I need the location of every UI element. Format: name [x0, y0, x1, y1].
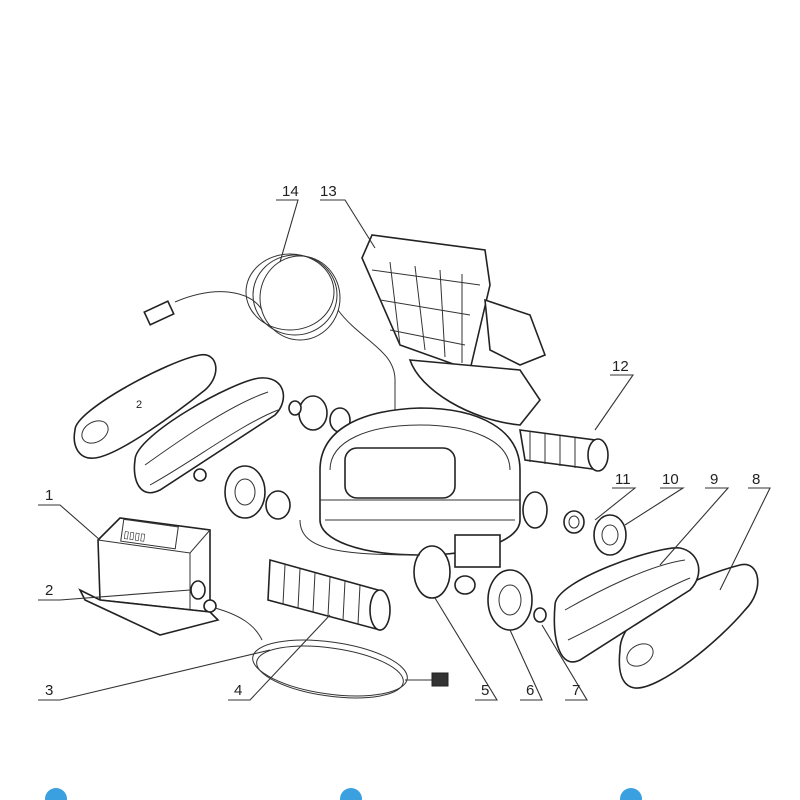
robot-lid	[408, 359, 541, 426]
bottom-accent-dot-left	[45, 788, 67, 800]
callout-1: 1	[45, 487, 53, 504]
part-track-left	[133, 377, 285, 494]
callout-6: 6	[526, 682, 534, 699]
part-12-brush-roller-rear	[519, 429, 609, 472]
callout-11: 11	[615, 471, 631, 488]
bottom-accent-dot-right	[620, 788, 642, 800]
callout-7: 7	[572, 682, 580, 699]
part-wheel-left-upper	[288, 395, 351, 433]
cable-link	[299, 519, 421, 556]
part-10-wheel	[593, 514, 627, 556]
callout-12: 12	[612, 358, 629, 375]
bottom-accent-dot-center	[340, 788, 362, 800]
part-1-power-supply: ▯▯▯▯	[78, 517, 220, 636]
svg-text:2: 2	[136, 399, 142, 411]
part-11-bushing	[563, 510, 585, 534]
part-6-wheel	[487, 569, 533, 631]
unit-display-text: ▯▯▯▯	[123, 530, 146, 544]
part-9-track-right	[553, 547, 700, 663]
callout-14: 14	[282, 183, 299, 200]
callout-5: 5	[481, 682, 489, 699]
part-wheel-left-lower	[193, 465, 291, 520]
part-side-cover-left: 2	[73, 354, 217, 459]
callout-labels: 14 13 12 11 10 9 8 1 2 3 4 5 6 7	[45, 183, 760, 699]
part-3-power-cord	[214, 607, 449, 699]
callout-4: 4	[234, 682, 242, 699]
part-5-robot-body	[319, 407, 548, 599]
callout-9: 9	[710, 471, 718, 488]
callout-2: 2	[45, 582, 53, 599]
leader-lines	[38, 199, 771, 701]
part-7-washer	[533, 607, 547, 623]
callout-10: 10	[662, 471, 679, 488]
part-14-floating-cable	[143, 253, 396, 465]
part-4-brush-roller-front	[267, 558, 391, 632]
callout-8: 8	[752, 471, 760, 488]
callout-3: 3	[45, 682, 53, 699]
callout-13: 13	[320, 183, 337, 200]
part-13-filter-basket	[361, 234, 547, 372]
